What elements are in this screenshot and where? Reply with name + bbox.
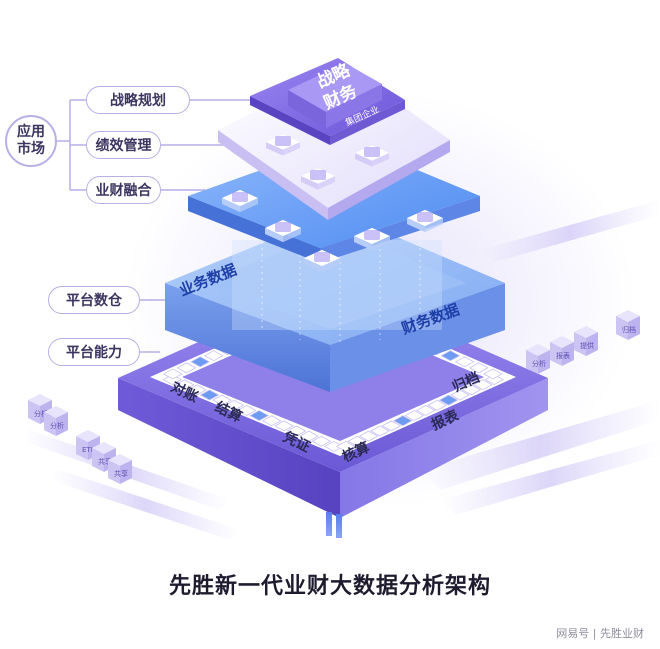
ring-cell xyxy=(358,430,379,442)
side-block-label: 报表 xyxy=(556,351,570,360)
right-side-block: 归档 xyxy=(616,310,640,340)
ring-cell xyxy=(461,384,482,396)
ring-cell xyxy=(163,368,183,380)
tag-strategic-planning: 战略规划 xyxy=(86,86,190,114)
ring-cell xyxy=(190,356,210,368)
ring-cell xyxy=(483,368,503,380)
right-side-block: 报表 xyxy=(550,336,574,366)
watermark: 网易号 | 先胜业财 xyxy=(556,627,644,640)
ring-cell xyxy=(440,350,461,362)
tag-platform-warehouse: 平台数仓 xyxy=(48,286,140,314)
ring-cell xyxy=(415,404,436,416)
ring-cell xyxy=(347,435,367,447)
management-tiles xyxy=(266,134,389,190)
left-side-block: ETL xyxy=(76,430,100,460)
ring-cell xyxy=(370,425,390,437)
ring-cell xyxy=(438,394,459,406)
ring-cell xyxy=(454,356,475,368)
ring-cell xyxy=(450,389,470,401)
side-block-label: 提供 xyxy=(580,341,594,350)
ring-cell xyxy=(249,410,270,422)
ring-cell xyxy=(286,425,307,437)
application-tile xyxy=(407,209,443,233)
ring-cell xyxy=(274,420,294,432)
side-block-label: 分析 xyxy=(50,421,64,430)
management-tile xyxy=(355,145,389,167)
left-side-block: 共享 xyxy=(108,454,132,484)
ring-cell xyxy=(187,384,207,396)
ring-cell xyxy=(174,379,195,391)
management-tile xyxy=(266,134,300,156)
ring-cell xyxy=(236,404,257,416)
ring-cell xyxy=(311,435,332,447)
tag-business-finance-fusion: 业财融合 xyxy=(86,176,161,204)
application-tile xyxy=(265,219,301,243)
ring-cell xyxy=(204,350,224,362)
ring-cell xyxy=(427,399,447,411)
ring-cell xyxy=(381,420,402,432)
left-side-block: 分析 xyxy=(28,394,52,424)
application-tile xyxy=(354,227,390,251)
ring-cell xyxy=(224,399,245,411)
ring-cell xyxy=(335,440,356,452)
application-tile xyxy=(304,249,340,273)
ring-cell xyxy=(468,362,489,374)
diagram-title: 先胜新一代业财大数据分析架构 xyxy=(168,574,491,599)
right-side-block: 提供 xyxy=(574,326,598,356)
strategic-core xyxy=(250,58,405,145)
ring-cell xyxy=(393,415,413,427)
side-block-label: ETL xyxy=(82,446,95,454)
application-tile xyxy=(222,189,258,213)
ring-cell xyxy=(199,389,220,401)
ring-cell xyxy=(404,410,425,422)
side-block-label: 归档 xyxy=(622,325,636,334)
side-block-label: 共享 xyxy=(114,469,128,478)
ring-cell xyxy=(212,394,232,406)
ring-cell xyxy=(473,379,493,391)
ring-cell xyxy=(261,415,282,427)
side-block-label: 分析 xyxy=(532,359,546,368)
ring-cell xyxy=(299,430,319,442)
application-tiles xyxy=(222,189,443,273)
left-side-block: 分析 xyxy=(44,406,68,436)
app-market-badge: 应用市场 xyxy=(5,115,57,167)
right-side-block: 分析 xyxy=(526,344,550,374)
left-side-block: 共享 xyxy=(92,442,116,472)
side-block-label: 分析 xyxy=(34,409,48,418)
management-tile xyxy=(301,168,335,190)
side-block-label: 共享 xyxy=(98,457,112,466)
tag-platform-capability: 平台能力 xyxy=(48,338,140,366)
tag-performance-management: 绩效管理 xyxy=(86,131,161,159)
app-market-label: 应用市场 xyxy=(17,124,45,157)
ring-cell xyxy=(176,362,197,374)
